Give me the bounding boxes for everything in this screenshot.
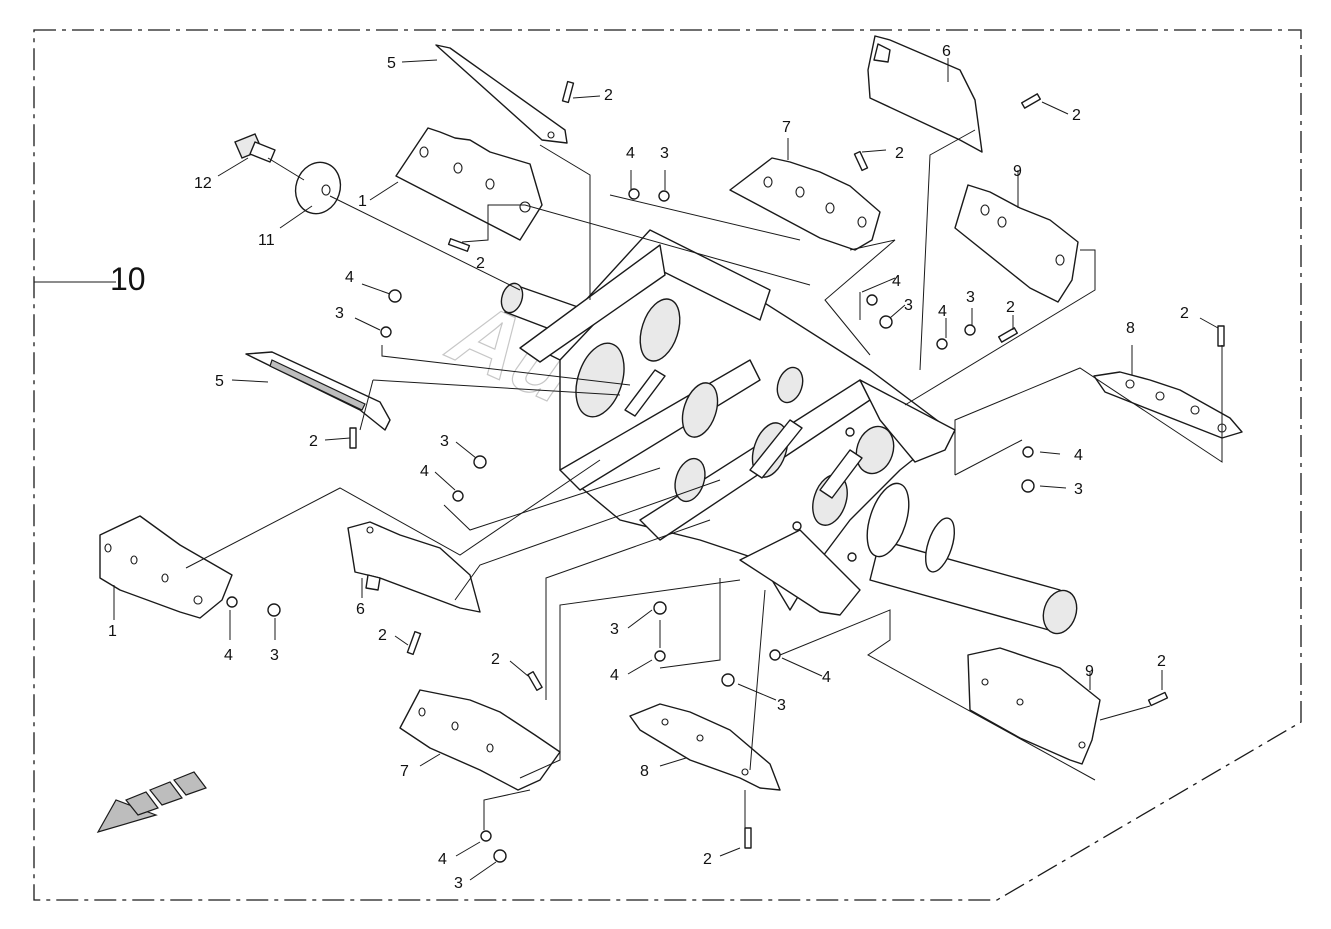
- callout-number: 4: [938, 303, 947, 320]
- callout-number: 3: [904, 297, 913, 314]
- plate-8-bottom: [629, 703, 781, 791]
- frame-bottom-plate: [739, 529, 861, 616]
- callout-number: 7: [400, 763, 409, 780]
- callout-number: 4: [420, 463, 429, 480]
- plate-7-top: [729, 157, 881, 251]
- plate-9-top: [954, 184, 1079, 303]
- front-shaft-end: [1042, 589, 1078, 635]
- callout-number: 3: [610, 621, 619, 638]
- frame-tube-1: [575, 342, 625, 418]
- callout-number: 2: [476, 255, 485, 272]
- callout-number: 8: [1126, 320, 1135, 337]
- callout-number: 2: [378, 627, 387, 644]
- plate-1-top: [395, 127, 543, 241]
- bolt-12: [234, 133, 276, 163]
- frame-flange-right: [859, 379, 956, 463]
- frame-plate-left: [519, 244, 666, 363]
- callout-number: 2: [1180, 305, 1189, 322]
- fasteners: [226, 80, 1225, 863]
- leader-lines: [113, 58, 1223, 881]
- callout-number: 8: [640, 763, 649, 780]
- callout-number: 4: [224, 647, 233, 664]
- callout-number: 4: [610, 667, 619, 684]
- callout-number: 3: [335, 305, 344, 322]
- front-shaft-collar-inner: [924, 517, 956, 573]
- front-shaft: [869, 539, 1069, 633]
- assembly-number-label: 10: [110, 261, 146, 297]
- callout-number: 4: [892, 273, 901, 290]
- frame-tube-7: [674, 457, 706, 503]
- frame-slot-3: [624, 369, 666, 417]
- callout-number: 1: [108, 623, 117, 640]
- main-frame: [500, 229, 1078, 635]
- plate-7-bottom: [399, 689, 561, 791]
- callout-number: 12: [194, 175, 212, 192]
- callout-number: 2: [309, 433, 318, 450]
- callout-numbers: 5 2 6 2 12 1 11 2 4 3 7 2 9 4 3 3 4 4 3 …: [108, 43, 1189, 892]
- callout-number: 11: [258, 232, 275, 249]
- callout-number: 6: [942, 43, 951, 60]
- assembly-boundary: [33, 29, 1302, 901]
- plate-1-left: [99, 515, 233, 619]
- callout-number: 4: [345, 269, 354, 286]
- callout-number: 3: [440, 433, 449, 450]
- callout-number: 4: [822, 669, 831, 686]
- callout-number: 9: [1085, 663, 1094, 680]
- callout-number: 3: [270, 647, 279, 664]
- callout-number: 2: [604, 87, 613, 104]
- callout-number: 5: [387, 55, 396, 72]
- plate-5-top: [435, 44, 568, 144]
- callout-number: 2: [895, 145, 904, 162]
- direction-arrow-icon: [96, 771, 207, 833]
- frame-slot-2: [749, 419, 803, 479]
- callout-number: 2: [1006, 299, 1015, 316]
- callout-number: 4: [1074, 447, 1083, 464]
- frame-tube-8: [776, 366, 804, 404]
- callout-number: 5: [215, 373, 224, 390]
- washer-11: [294, 161, 342, 215]
- plate-8-right: [1093, 371, 1243, 439]
- front-shaft-collar: [866, 482, 910, 558]
- callout-number: 9: [1013, 163, 1022, 180]
- callout-number: 2: [1157, 653, 1166, 670]
- plate-6-top: [867, 35, 983, 153]
- callout-number: 3: [660, 145, 669, 162]
- callout-number: 3: [454, 875, 463, 892]
- frame-tube-6: [855, 425, 895, 475]
- callout-number: 7: [782, 119, 791, 136]
- callout-number: 2: [1072, 107, 1081, 124]
- callout-number: 4: [438, 851, 447, 868]
- callout-number: 3: [777, 697, 786, 714]
- plate-5-mid: [245, 351, 391, 431]
- callout-number: 2: [491, 651, 500, 668]
- callout-number: 3: [1074, 481, 1083, 498]
- frame-tube-3: [681, 382, 719, 438]
- callout-number: 6: [356, 601, 365, 618]
- callout-number: 3: [966, 289, 975, 306]
- frame-slot-1: [819, 449, 863, 499]
- plate-9-bottom: [967, 647, 1101, 765]
- frame-rib-1: [539, 229, 771, 361]
- frame-tube-2: [639, 298, 681, 362]
- callout-number: 1: [358, 193, 367, 210]
- callout-number: 4: [626, 145, 635, 162]
- plate-6-left: [347, 521, 481, 613]
- rear-shaft-end: [500, 282, 524, 314]
- callout-number: 2: [703, 851, 712, 868]
